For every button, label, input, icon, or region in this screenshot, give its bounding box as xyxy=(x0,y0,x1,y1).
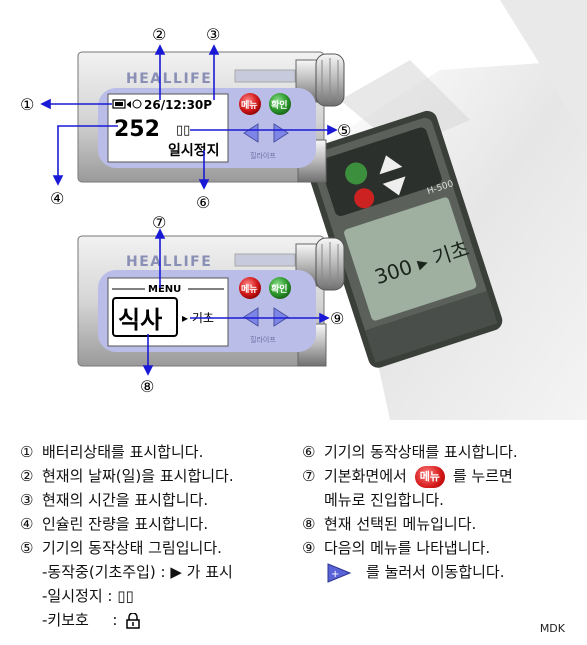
right-arrow-button[interactable] xyxy=(273,307,289,327)
menu-button-top[interactable]: 메뉴 xyxy=(239,93,261,115)
right-arrow-button-icon: + xyxy=(324,561,352,584)
brand-logo: HEALLIFE xyxy=(126,254,212,270)
callout-6: ⑥ xyxy=(196,193,210,212)
legend-sub-keylock: -키보호 : xyxy=(20,608,234,632)
ok-button-bottom[interactable]: 확인 xyxy=(269,277,291,299)
callout-3: ③ xyxy=(206,25,220,44)
callout-5: ⑤ xyxy=(337,121,351,140)
device-bottom: HEALLIFE MENU 식사 ▸ 기초 메뉴 확인 힐라이프 xyxy=(77,235,345,367)
status-text: 일시정지 xyxy=(168,142,220,159)
callout-4: ④ xyxy=(50,189,64,208)
photo-green-button xyxy=(345,162,368,185)
legend-sub-running: -동작중(기초주입) : ▶ 가 표시 xyxy=(42,563,233,581)
diagram-stage: H-500 300 ▸ 기초 HEALLIFE 26/12:30P 252 ▯▯… xyxy=(20,0,587,420)
pause-symbol: ▯▯ xyxy=(176,123,190,138)
speaker-icon xyxy=(127,101,131,108)
device-top: HEALLIFE 26/12:30P 252 ▯▯ 일시정지 메뉴 확인 힐라이… xyxy=(77,51,345,183)
svg-text:메뉴: 메뉴 xyxy=(241,99,258,111)
svg-text:확인: 확인 xyxy=(271,283,288,295)
menu-button-bottom[interactable]: 메뉴 xyxy=(239,277,261,299)
vent-grille xyxy=(234,69,296,83)
footer-credit: MDK xyxy=(539,622,565,635)
remaining-insulin: 252 xyxy=(114,117,160,142)
callout-lines xyxy=(40,44,338,376)
battery-icon xyxy=(112,99,126,109)
ok-button-top[interactable]: 확인 xyxy=(269,93,291,115)
right-arrow-button[interactable] xyxy=(273,123,289,143)
clock-icon xyxy=(132,99,142,109)
vent-grille xyxy=(234,253,296,267)
menu-button-icon: 메뉴 xyxy=(414,465,445,488)
legend-item-7-cont: 메뉴로 진입합니다. xyxy=(324,491,444,509)
left-arrow-button[interactable] xyxy=(243,123,259,143)
datetime-display: 26/12:30P xyxy=(144,98,212,112)
callout-9: ⑨ xyxy=(330,309,344,328)
photo-up-arrow-icon xyxy=(379,155,403,175)
panel-subtitle: 힐라이프 xyxy=(250,335,276,344)
photo-down-arrow-icon xyxy=(382,176,406,196)
play-icon: ▶ xyxy=(170,563,182,581)
callout-2: ② xyxy=(152,25,166,44)
brand-logo: HEALLIFE xyxy=(126,71,212,87)
legend-sub-paused: -일시정지 : ▯▯ xyxy=(42,587,134,605)
callout-1: ① xyxy=(20,95,34,114)
pause-icon: ▯▯ xyxy=(117,587,134,605)
svg-text:확인: 확인 xyxy=(271,99,288,111)
selected-menu-box xyxy=(112,297,178,337)
panel-subtitle: 힐라이프 xyxy=(250,151,276,160)
callout-7: ⑦ xyxy=(152,213,166,232)
menu-header: MENU xyxy=(148,284,181,295)
left-arrow-button[interactable] xyxy=(243,307,259,327)
selected-menu-item: 식사 xyxy=(118,306,162,334)
photo-red-button xyxy=(354,188,375,209)
lock-icon xyxy=(126,611,140,629)
legend-item-9-cont: + 를 눌러서 이동합니다. xyxy=(302,560,518,584)
photo-device: H-500 300 ▸ 기초 xyxy=(303,110,503,368)
svg-text:+: + xyxy=(331,569,339,580)
callout-numbers: ① ② ③ ④ ⑤ ⑥ ⑦ ⑧ ⑨ xyxy=(20,25,351,396)
callout-8: ⑧ xyxy=(140,377,154,396)
svg-text:메뉴: 메뉴 xyxy=(241,283,258,295)
